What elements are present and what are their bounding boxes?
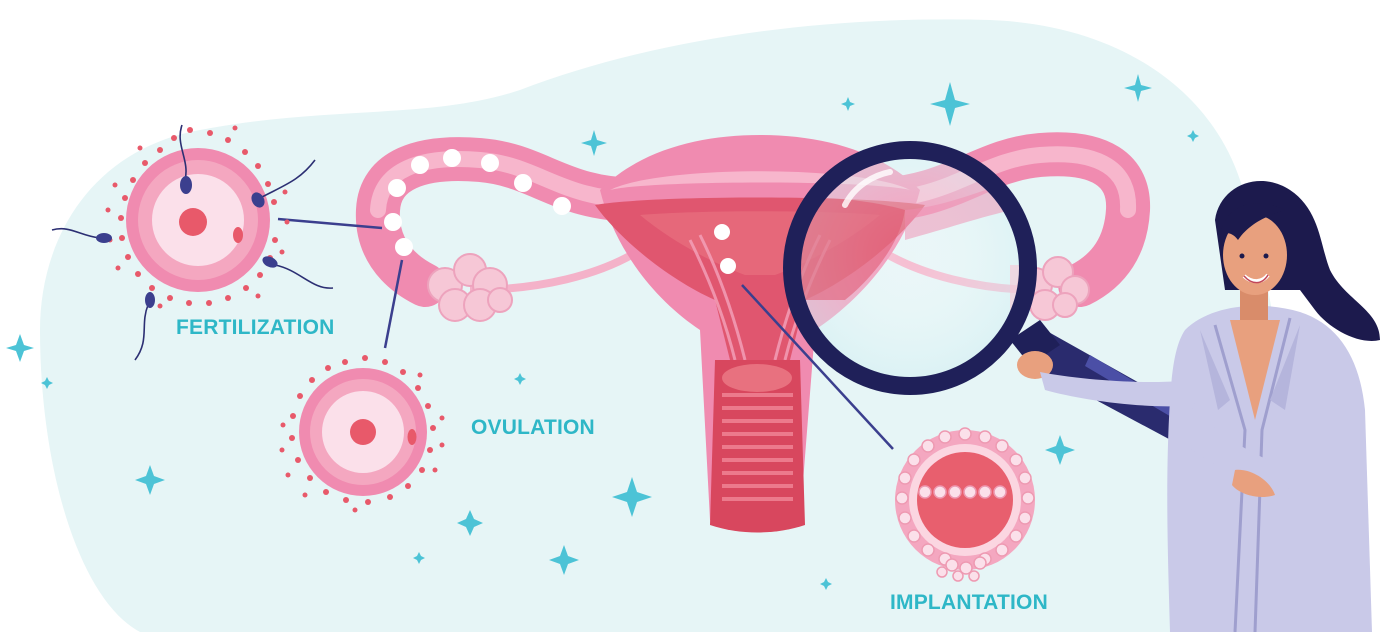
- label-ovulation: OVULATION: [471, 416, 595, 440]
- sparkle-icon: [6, 334, 34, 362]
- label-fertilization: FERTILIZATION: [176, 316, 335, 340]
- label-implantation: IMPLANTATION: [890, 591, 1048, 615]
